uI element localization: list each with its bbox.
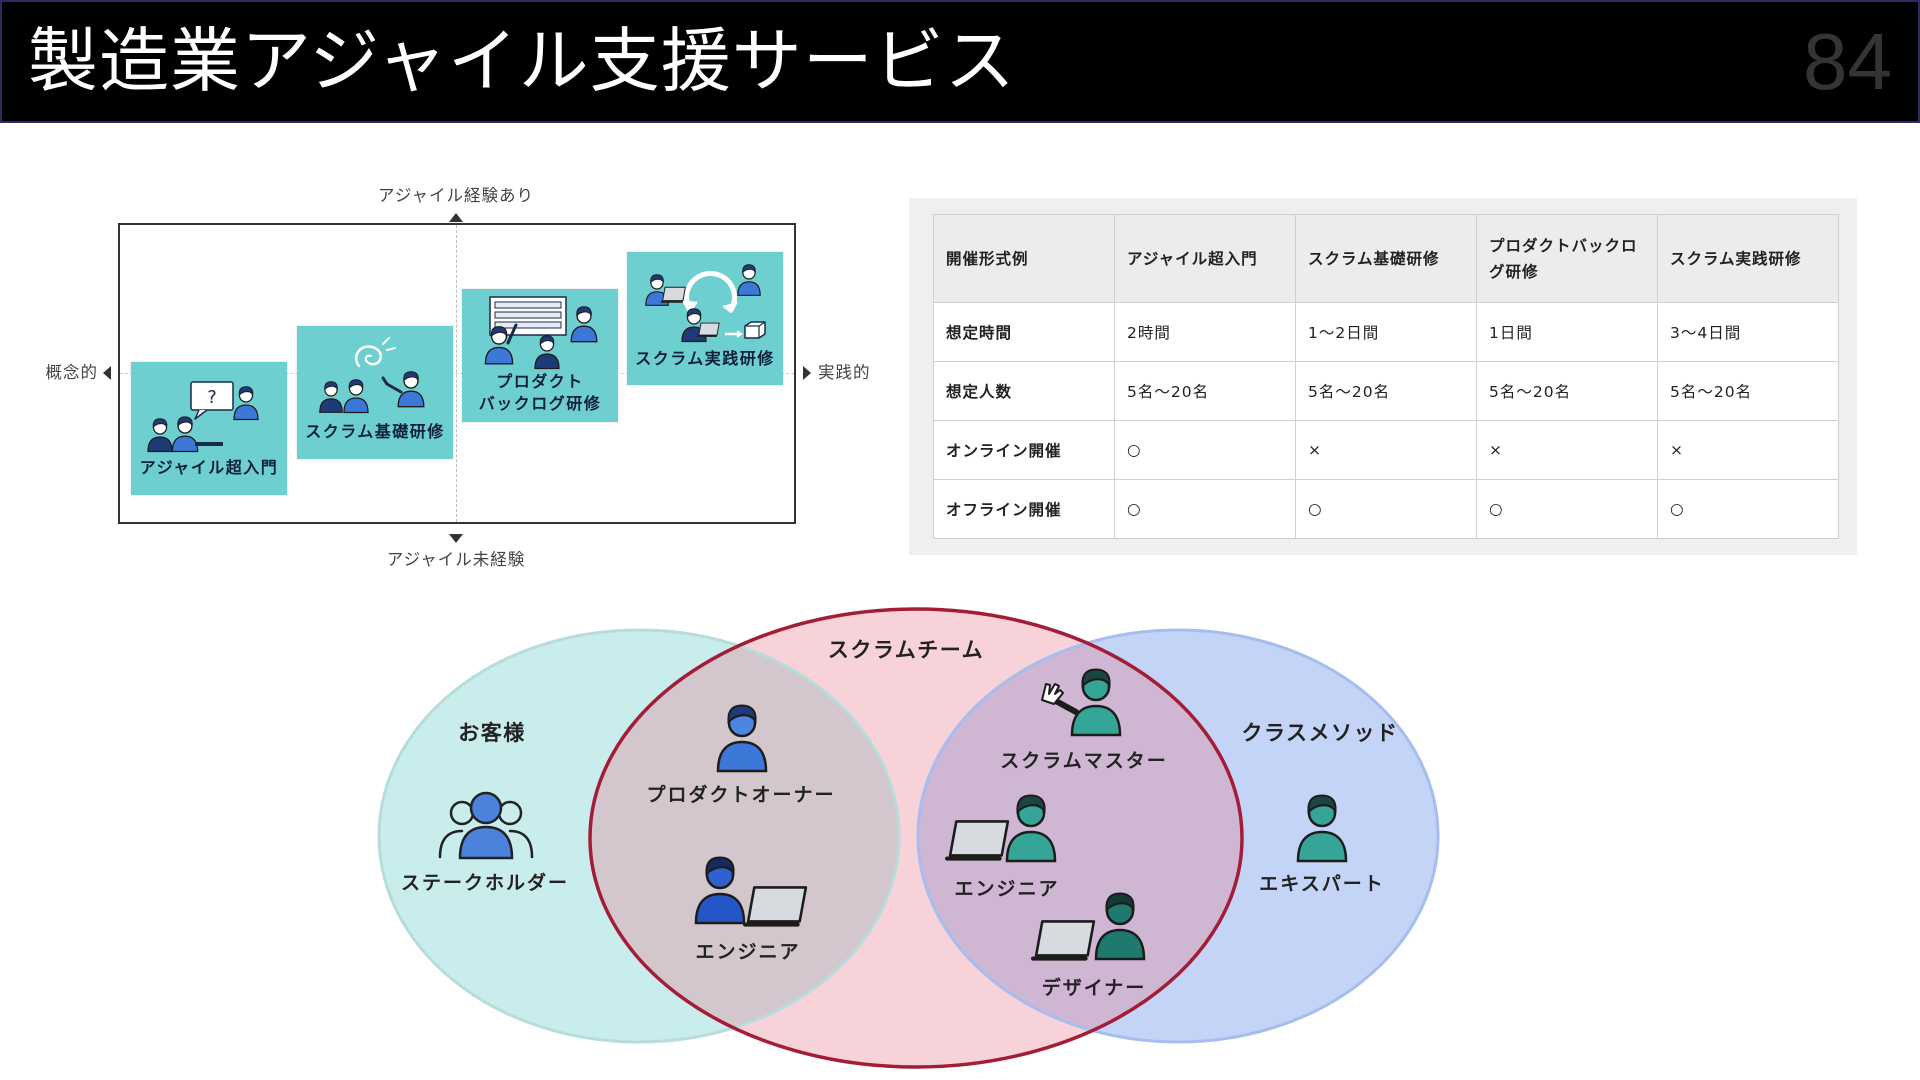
slide-header: 製造業アジャイル支援サービス 84 (0, 0, 1920, 123)
table-header-cell: スクラム実践研修 (1657, 214, 1839, 303)
role-label-expert: エキスパート (1259, 873, 1384, 895)
table-cell: × (1476, 420, 1658, 480)
table-header-cell: スクラム基礎研修 (1295, 214, 1477, 303)
stakeholder-group-icon (438, 791, 534, 860)
table-cell: 1〜2日間 (1295, 302, 1477, 362)
arrow-down-icon (449, 534, 463, 543)
vendor-label: クラスメソッド (1241, 721, 1398, 745)
course-card-label: アジャイル超入門 (139, 458, 279, 477)
table-cell: 5名〜20名 (1295, 361, 1477, 421)
course-card-scrum-practice: スクラム実践研修 (627, 252, 783, 385)
table-cell: 5名〜20名 (1657, 361, 1839, 421)
table-cell: ○ (1114, 479, 1296, 539)
axis-label-left: 概念的 (45, 363, 98, 382)
table-header-cell: アジャイル超入門 (1114, 214, 1296, 303)
table-row-label: 想定人数 (933, 361, 1115, 421)
table-cell: × (1657, 420, 1839, 480)
table-cell: 5名〜20名 (1476, 361, 1658, 421)
table-cell: ○ (1476, 479, 1658, 539)
arrow-right-icon (803, 366, 811, 380)
course-card-label: スクラム基礎研修 (305, 422, 445, 441)
team-venn-diagram: スクラムチーム お客様 クラスメソッド ステークホルダー プロダクトオーナー エ… (377, 607, 1440, 1069)
table-cell: 2時間 (1114, 302, 1296, 362)
role-label-product-owner: プロダクトオーナー (646, 783, 835, 806)
axis-label-bottom: アジャイル未経験 (386, 550, 526, 569)
table-cell: × (1295, 420, 1477, 480)
table-row-label: 想定時間 (933, 302, 1115, 362)
sprint-cycle-icon (645, 264, 766, 343)
backlog-board-icon (484, 296, 598, 370)
course-card-product-backlog: プロダクト バックログ研修 (462, 289, 618, 422)
vendor-circle-outline (916, 628, 1440, 1044)
axis-label-top: アジャイル経験あり (377, 186, 534, 205)
map-frame (118, 223, 796, 524)
course-card-intro: ? アジャイル超入門 (131, 362, 287, 495)
customer-circle (379, 630, 899, 1042)
scrum-team-circle-outline (588, 607, 1244, 1069)
table-cell: 1日間 (1476, 302, 1658, 362)
format-table: 開催形式例 アジャイル超入門 スクラム基礎研修 プロダクトバックログ研修 スクラ… (933, 214, 1839, 539)
table-cell: 3〜4日間 (1657, 302, 1839, 362)
course-card-label: スクラム実践研修 (635, 349, 775, 368)
format-table-panel: 開催形式例 アジャイル超入門 スクラム基礎研修 プロダクトバックログ研修 スクラ… (909, 198, 1857, 555)
table-header-row: 開催形式例 アジャイル超入門 スクラム基礎研修 プロダクトバックログ研修 スクラ… (933, 214, 1839, 303)
table-cell: ○ (1295, 479, 1477, 539)
course-card-label-line-1: プロダクト (496, 372, 584, 391)
table-row: 想定時間 2時間 1〜2日間 1日間 3〜4日間 (933, 302, 1839, 362)
table-header-cell: 開催形式例 (933, 214, 1115, 303)
scrum-master-raising-hand-icon (1041, 668, 1122, 737)
role-label-scrum-master: スクラムマスター (1000, 750, 1167, 772)
table-row: オフライン開催 ○ ○ ○ ○ (933, 479, 1839, 539)
table-header-cell: プロダクトバックログ研修 (1476, 214, 1658, 303)
table-row: オンライン開催 ○ × × × (933, 420, 1839, 480)
arrow-left-icon (103, 366, 111, 380)
table-cell: ○ (1114, 420, 1296, 480)
table-row-label: オンライン開催 (933, 420, 1115, 480)
role-label-designer: デザイナー (1042, 976, 1147, 999)
role-label-stakeholder: ステークホルダー (401, 871, 569, 894)
scrum-team-label: スクラムチーム (828, 638, 984, 662)
role-label-engineer-vendor: エンジニア (954, 878, 1059, 900)
axis-label-right: 実践的 (818, 363, 871, 382)
question-board-icon: ? (147, 381, 259, 453)
table-row-label: オフライン開催 (933, 479, 1115, 539)
team-discussion-icon (319, 337, 425, 414)
customer-circle-outline (377, 628, 901, 1044)
board-question-mark: ? (207, 387, 217, 408)
horizontal-axis-line (120, 373, 794, 374)
table-row: 想定人数 5名〜20名 5名〜20名 5名〜20名 5名〜20名 (933, 361, 1839, 421)
arrow-up-icon (449, 213, 463, 222)
table-cell: 5名〜20名 (1114, 361, 1296, 421)
course-card-scrum-basics: スクラム基礎研修 (297, 326, 453, 459)
slide-title: 製造業アジャイル支援サービス (28, 20, 1016, 102)
role-label-engineer-customer: エンジニア (695, 941, 800, 963)
course-card-label-line-2: バックログ研修 (478, 394, 602, 413)
customer-label: お客様 (458, 721, 526, 745)
table-cell: ○ (1657, 479, 1839, 539)
page-number: 84 (1803, 17, 1892, 106)
